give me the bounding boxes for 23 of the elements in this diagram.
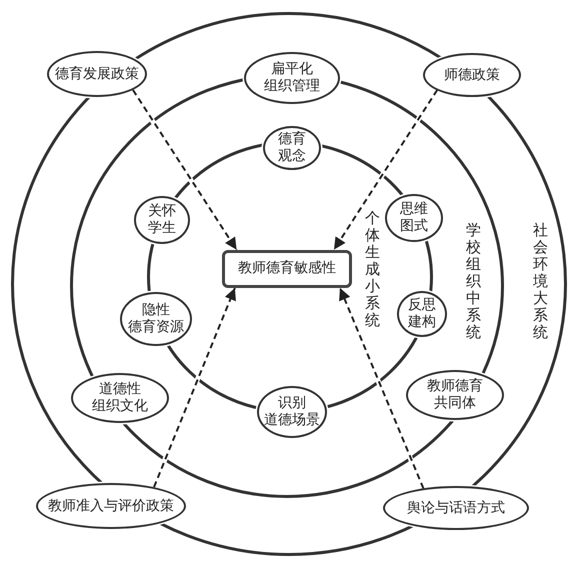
node-text: 德育观念 <box>278 131 306 165</box>
node-text: 德育发展政策 <box>55 66 139 82</box>
node-text: 扁平化组织管理 <box>264 61 320 95</box>
dashed-arrow <box>338 288 424 489</box>
dashed-arrow <box>132 90 237 251</box>
node-text: 隐性德育资源 <box>128 302 184 336</box>
node-text: 教师准入与评价政策 <box>48 498 174 514</box>
node-text: 思维图式 <box>400 201 428 235</box>
system-label: 个体生成小系统 <box>364 210 381 329</box>
node-text: 反思建构 <box>408 297 436 331</box>
system-circle <box>11 12 567 556</box>
system-label: 学校组织中系统 <box>464 222 482 341</box>
node-text: 教师德育敏感性 <box>238 260 336 278</box>
system-label: 社会环境大系统 <box>532 222 549 341</box>
node-text: 道德性组织文化 <box>92 381 148 415</box>
dashed-arrow <box>152 288 236 488</box>
center-box <box>222 250 352 288</box>
node-text: 舆论与话语方式 <box>407 500 505 516</box>
node-text: 教师德育共同体 <box>427 378 483 412</box>
dashed-arrow <box>333 90 438 251</box>
node-text: 师德政策 <box>444 66 500 84</box>
node-text: 关怀学生 <box>148 203 176 237</box>
node-text: 识别道德场景 <box>264 395 320 429</box>
